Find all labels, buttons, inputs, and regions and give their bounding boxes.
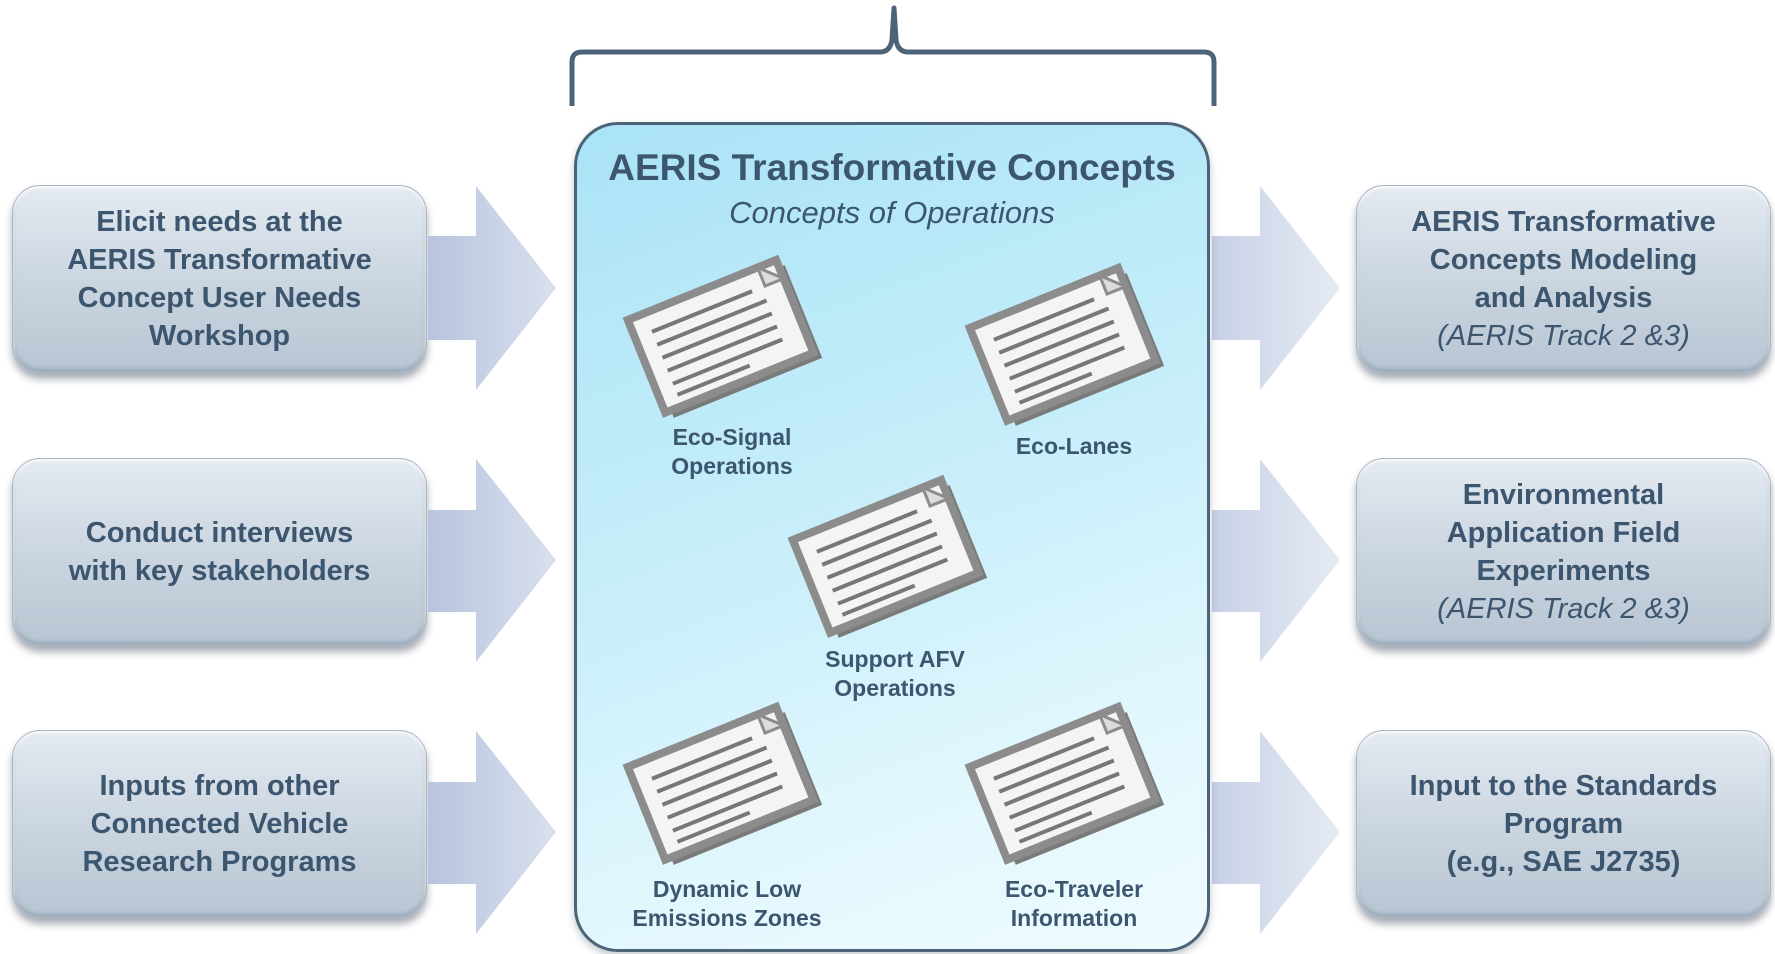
output-line: (e.g., SAE J2735) [1446,846,1681,878]
output-line: Environmental [1462,479,1665,511]
document-label: Support AFV Operations [775,645,1015,703]
output-line: and Analysis [1474,282,1653,314]
document-label: Eco-Lanes [954,432,1194,461]
arrow-in-3 [428,731,556,934]
arrow-out-3 [1212,731,1340,934]
document-label-line: Operations [671,453,793,479]
document-label-line: Operations [834,675,956,701]
output-box-standards: Input to the Standards Program (e.g., SA… [1356,730,1771,918]
input-box-interviews: Conduct interviews with key stakeholders [12,458,427,646]
top-bracket [569,5,1217,106]
output-line: Program [1503,808,1624,840]
input-line: Workshop [148,320,291,352]
output-subline: (AERIS Track 2 &3) [1437,593,1690,625]
output-box-modeling: AERIS Transformative Concepts Modeling a… [1356,185,1771,373]
output-line: Input to the Standards [1409,770,1718,802]
arrow-out-1 [1212,186,1340,390]
arrow-in-1 [428,186,556,390]
panel-title: AERIS Transformative Concepts [608,147,1176,188]
output-line: AERIS Transformative [1411,206,1716,238]
document-label: Dynamic Low Emissions Zones [607,875,847,933]
input-box-workshop: Elicit needs at the AERIS Transformative… [12,185,427,373]
document-label-line: Eco-Traveler [1004,876,1144,902]
document-label: Eco-Signal Operations [612,423,852,481]
document-icon [964,262,1165,426]
document-label-line: Dynamic Low [652,876,802,902]
arrow-out-2 [1212,459,1340,662]
input-line: with key stakeholders [68,555,371,587]
output-line: Concepts Modeling [1429,244,1698,276]
document-label: Eco-Traveler Information [954,875,1194,933]
panel-subtitle: Concepts of Operations [729,195,1055,230]
input-line: Concept User Needs [77,282,362,314]
concepts-panel: AERIS Transformative Concepts Concepts o… [574,122,1210,952]
input-line: Conduct interviews [85,517,354,549]
document-icon [622,701,823,865]
document-icon [787,474,988,638]
document-label-line: Emissions Zones [632,905,822,931]
document-label-line: Information [1010,905,1138,931]
output-line: Application Field [1446,517,1681,549]
input-line: Inputs from other [99,770,340,802]
document-icon [964,701,1165,865]
document-label-line: Support AFV [825,646,965,672]
input-box-research-programs: Inputs from other Connected Vehicle Rese… [12,730,427,918]
input-line: Research Programs [82,846,357,878]
document-icon [622,254,823,418]
input-line: AERIS Transformative [67,244,372,276]
document-label-line: Eco-Lanes [1015,433,1133,459]
output-subline: (AERIS Track 2 &3) [1437,320,1690,352]
output-line: Experiments [1476,555,1651,587]
input-line: Connected Vehicle [90,808,349,840]
document-label-line: Eco-Signal [672,424,792,450]
arrow-in-2 [428,459,556,662]
output-box-field-experiments: Environmental Application Field Experime… [1356,458,1771,646]
input-line: Elicit needs at the [96,206,343,238]
